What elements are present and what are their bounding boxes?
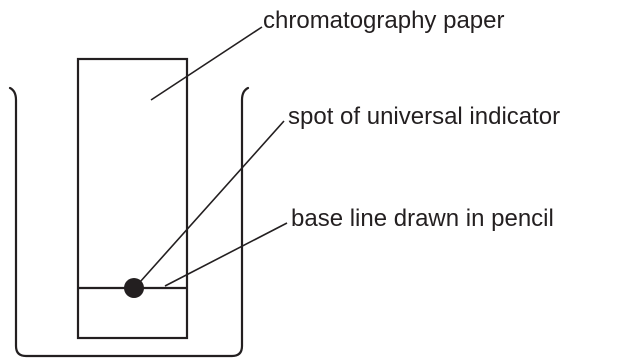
indicator-spot — [124, 278, 144, 298]
leader-line-paper — [150, 26, 263, 101]
chromatography-paper-strip — [76, 57, 189, 340]
leader-line-base — [164, 222, 288, 287]
label-spot-of-universal-indicator: spot of universal indicator — [288, 103, 561, 130]
label-chromatography-paper: chromatography paper — [263, 7, 505, 34]
label-base-line: base line drawn in pencil — [291, 205, 554, 232]
beaker-outline — [8, 86, 250, 358]
leader-line-spot — [139, 120, 285, 283]
